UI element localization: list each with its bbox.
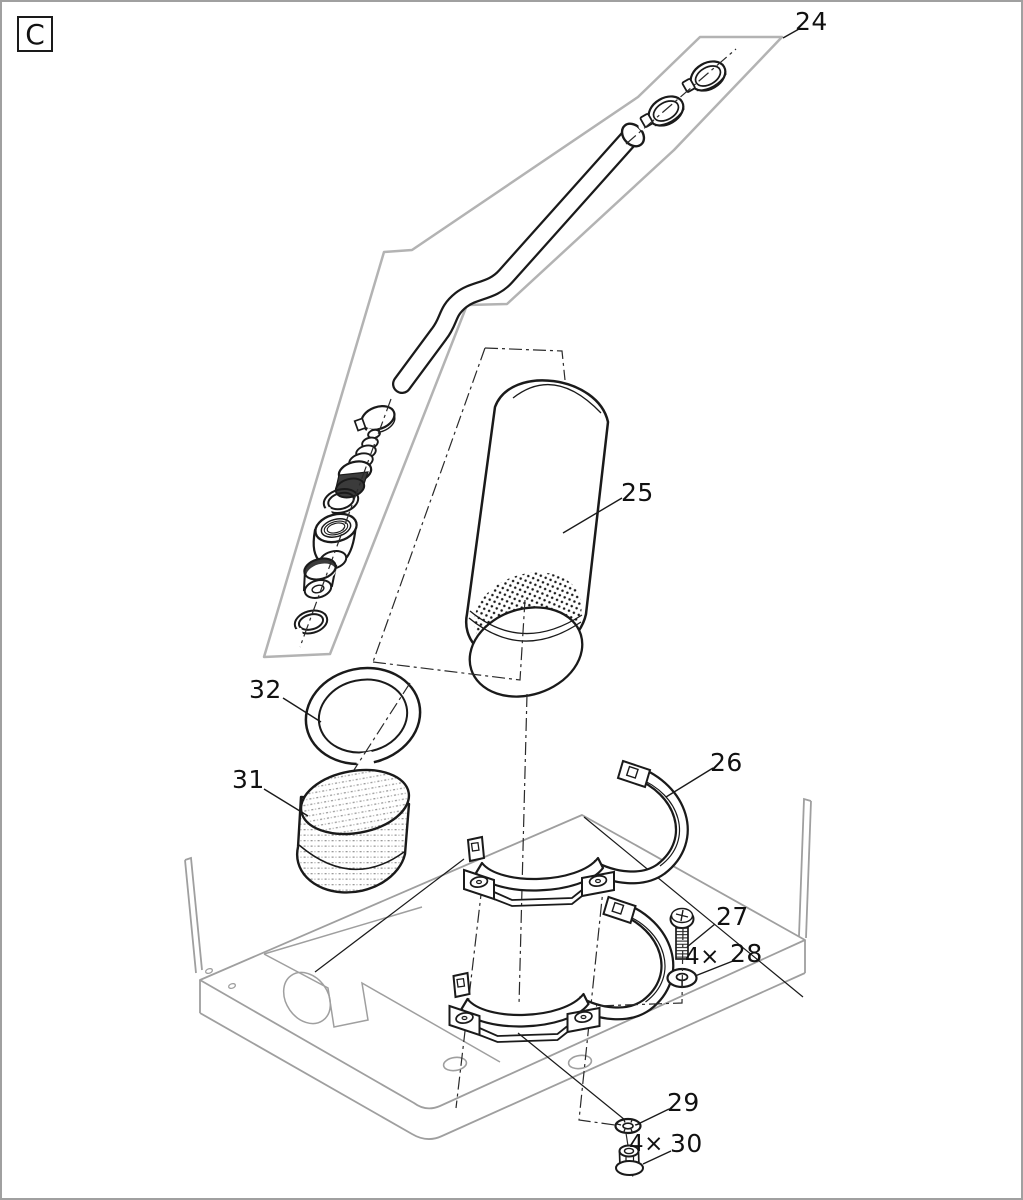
callout-31: 31 [232, 765, 265, 794]
part-25-cartridge [372, 347, 610, 1006]
callout-26: 26 [710, 748, 743, 777]
quantity-screws: 4× [685, 944, 720, 970]
callout-30: 30 [670, 1129, 703, 1158]
callout-32: 32 [249, 675, 282, 704]
retaining-clip [353, 405, 396, 434]
part-31-foam [295, 768, 411, 894]
callout-25: 25 [621, 478, 654, 507]
part-27-screw [669, 907, 695, 960]
callout-29: 29 [667, 1088, 700, 1117]
centerlines-under [372, 347, 623, 1127]
hose-clamp-2 [677, 54, 732, 102]
clamp-unit-upper [464, 761, 682, 906]
centerline [353, 682, 411, 771]
part-32-ring [304, 666, 422, 770]
reference-lines [314, 816, 804, 1121]
part-24-hose [392, 48, 737, 394]
callout-27: 27 [716, 902, 749, 931]
callout-24: 24 [795, 7, 828, 36]
leader-lines [263, 28, 800, 1165]
centerline [299, 398, 392, 648]
o-ring-2 [292, 609, 329, 642]
callout-28: 28 [730, 939, 763, 968]
centerline [595, 926, 684, 1007]
figure-label-box: C [17, 16, 53, 52]
cap-fitting [302, 557, 338, 599]
centerline [625, 1132, 634, 1179]
clamp-unit-lower [450, 897, 668, 1042]
hose-fittings [292, 398, 396, 648]
quantity-nuts: 4× [629, 1131, 664, 1157]
mounting-plate [184, 797, 812, 1140]
centerlines-over-cartridge [372, 347, 566, 1006]
group-outline-hose [262, 35, 784, 659]
figure-label: C [25, 17, 45, 51]
part-30-nut [615, 1144, 644, 1176]
centerline [625, 48, 737, 145]
